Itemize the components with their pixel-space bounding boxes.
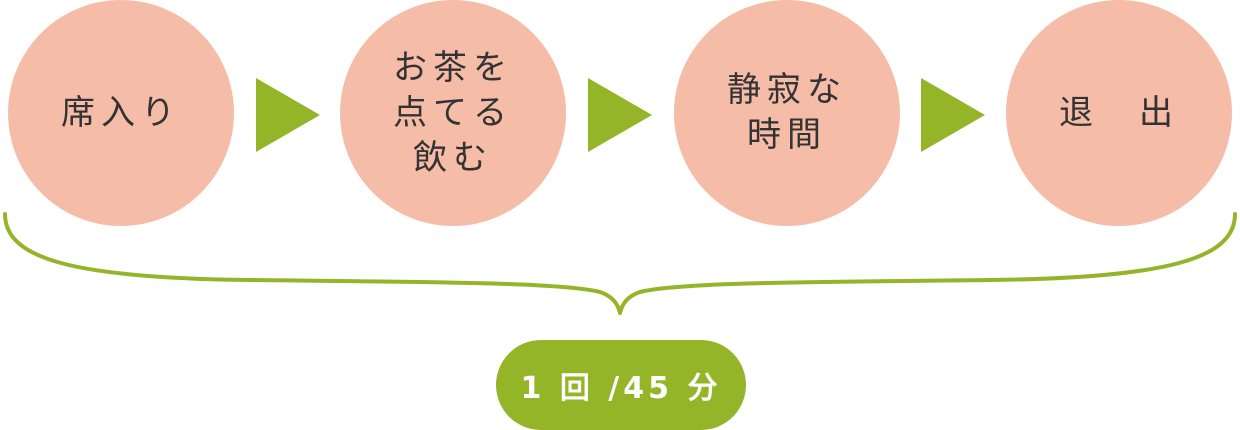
- step-label: お茶を 点てる 飲む: [393, 47, 513, 178]
- arrow-right-icon: [921, 78, 985, 152]
- duration-label: 1 回 /45 分: [520, 371, 722, 406]
- step-circle-quiet-time: 静寂な 時間: [674, 0, 900, 226]
- step-label: 退 出: [1059, 92, 1179, 133]
- arrow-right-icon: [588, 78, 652, 152]
- step-label: 静寂な 時間: [727, 70, 847, 155]
- step-circle-make-tea: お茶を 点てる 飲む: [340, 0, 566, 226]
- step-circle-seat-entry: 席入り: [8, 0, 234, 226]
- duration-badge: 1 回 /45 分: [496, 340, 746, 430]
- arrow-right-icon: [256, 78, 320, 152]
- step-label: 席入り: [61, 92, 181, 133]
- step-circle-exit: 退 出: [1006, 0, 1232, 226]
